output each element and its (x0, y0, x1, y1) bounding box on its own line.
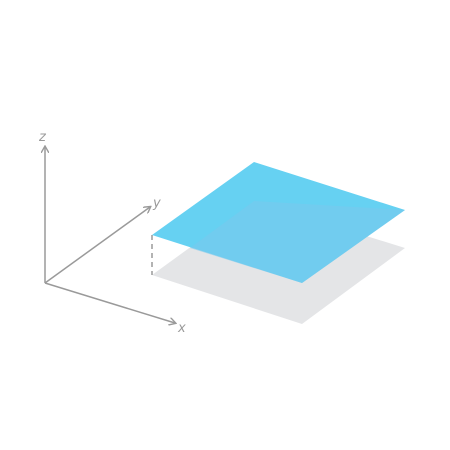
y-axis (44, 207, 150, 284)
x-axis (44, 282, 175, 323)
x-axis-label: x (177, 321, 186, 336)
plane-overlap-region (190, 201, 405, 283)
y-axis-label: y (152, 196, 161, 211)
z-axis-label: z (38, 130, 47, 145)
